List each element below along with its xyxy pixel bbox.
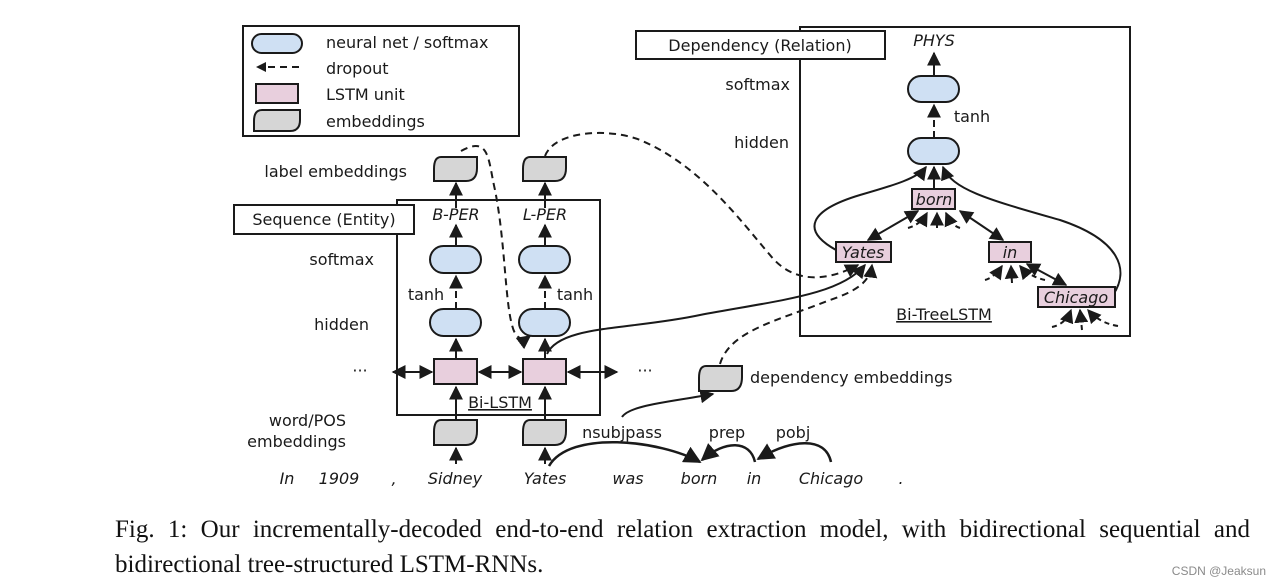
ellipsis-right: ··· [637, 361, 652, 380]
sequence-panel-box [396, 199, 601, 416]
label-embedding-node [522, 156, 567, 182]
dependency-arc-label: pobj [776, 423, 811, 442]
entity-tag-output: B-PER [432, 205, 479, 224]
chicago-to-hidden-arrow [941, 165, 1122, 296]
tree-edge [866, 210, 920, 241]
ellipsis-left: ··· [352, 361, 367, 380]
dropout-stub [1074, 308, 1089, 331]
legend-label: neural net / softmax [326, 33, 488, 52]
bi-tree-lstm-label: Bi-TreeLSTM [896, 305, 992, 324]
relation-softmax-node [907, 75, 960, 103]
sentence-token: born [681, 469, 718, 488]
bi-lstm-label: Bi-LSTM [468, 393, 532, 412]
watermark: CSDN @Jeaksun [1171, 564, 1266, 578]
dropout-stub [1019, 264, 1046, 281]
tree-node-label: Yates [842, 243, 885, 262]
dependency-panel-box [799, 26, 1131, 337]
sentence-token: in [747, 469, 762, 488]
relation-output: PHYS [913, 31, 955, 50]
word-pos-label-line1: word/POS [269, 411, 346, 430]
sentence-token: Sidney [428, 469, 483, 488]
label-embeddings-label: label embeddings [264, 162, 407, 181]
dependency-arc [700, 443, 757, 463]
dropout-legend-icon [256, 62, 302, 72]
dependency-arc-label: prep [709, 423, 745, 442]
hidden-node [518, 308, 571, 337]
softmax-node [429, 245, 482, 274]
dependency-panel-title: Dependency (Relation) [668, 36, 851, 55]
embedding-legend-icon [253, 109, 301, 132]
yates-to-hidden-arrow [813, 165, 927, 251]
sentence-token: was [612, 469, 643, 488]
hidden-node [429, 308, 482, 337]
lstm-unit [433, 358, 478, 385]
dependency-embeddings-label: dependency embeddings [750, 368, 952, 387]
dependency-arc [547, 441, 702, 467]
word-embedding-node [433, 419, 478, 446]
label-embedding-node [433, 156, 478, 182]
lstm-to-tree-arrow [546, 263, 866, 355]
sentence-token: . [898, 469, 903, 488]
activation-label: tanh [954, 107, 990, 126]
figure-caption: Fig. 1: Our incrementally-decoded end-to… [115, 516, 1250, 578]
word-pos-label-line2: embeddings [247, 432, 346, 451]
activation-label: tanh [557, 285, 593, 304]
activation-label: tanh [408, 285, 444, 304]
sentence: In 1909 , Sidney Yates was born in Chica… [280, 469, 904, 488]
dropout-stub [1087, 308, 1119, 327]
legend: neural net / softmax dropout LSTM unit e… [242, 25, 520, 137]
dropout-stub [984, 264, 1003, 281]
nsubjpass-to-embedding-arrow [621, 389, 715, 418]
word-embedding-node [522, 419, 567, 446]
dependency-embedding-node [698, 365, 743, 392]
tree-edge [1025, 263, 1068, 286]
softmax-node [518, 245, 571, 274]
dependency-arcs: nsubjpass prep pobj [547, 423, 833, 467]
tree-node-chicago [1037, 286, 1116, 308]
dependency-arc [756, 442, 833, 463]
neural-net-legend-icon [251, 33, 303, 54]
hidden-label: hidden [734, 133, 789, 152]
tree-node-label: born [916, 190, 953, 209]
tree-edge [958, 210, 1005, 241]
sequence-panel-title: Sequence (Entity) [252, 210, 395, 229]
lstm-unit-legend-icon [255, 83, 299, 104]
dropout-arrow [544, 131, 860, 279]
dropout-arrow [460, 145, 532, 350]
legend-label: LSTM unit [326, 85, 405, 104]
sequence-column-yates: L-PER tanh [518, 156, 593, 464]
sequence-panel: Sequence (Entity) label embeddings softm… [233, 145, 653, 464]
tree-node-in [988, 241, 1032, 263]
sentence-token: Yates [524, 469, 567, 488]
legend-label: embeddings [326, 112, 425, 131]
dropout-arrow [719, 263, 878, 365]
legend-label: dropout [326, 59, 389, 78]
lstm-unit [522, 358, 567, 385]
dropout-stub [1004, 264, 1019, 284]
relation-hidden-node [907, 137, 960, 165]
sequence-panel-title-box [233, 204, 415, 235]
softmax-label: softmax [309, 250, 374, 269]
dropout-stub [1051, 308, 1074, 328]
hidden-label: hidden [314, 315, 369, 334]
sentence-token: Chicago [799, 469, 864, 488]
dependency-panel: Dependency (Relation) PHYS softmax tanh … [635, 26, 1131, 337]
dropout-stub [944, 211, 961, 229]
entity-tag-output: L-PER [523, 205, 567, 224]
tree-node-label: Chicago [1044, 288, 1109, 307]
model-diagram: neural net / softmax dropout LSTM unit e… [233, 25, 1131, 488]
dependency-panel-title-box [635, 30, 886, 60]
sentence-token: , [391, 469, 396, 488]
softmax-label: softmax [725, 75, 790, 94]
sentence-token: In [280, 469, 295, 488]
dropout-stub [907, 211, 928, 229]
sentence-token: 1909 [319, 469, 360, 488]
dependency-arc-label: nsubjpass [582, 423, 662, 442]
tree-node-yates [835, 241, 892, 263]
sequence-column-sidney: B-PER tanh [408, 156, 482, 464]
tree-node-born [911, 188, 956, 210]
tree-node-label: in [1003, 243, 1018, 262]
